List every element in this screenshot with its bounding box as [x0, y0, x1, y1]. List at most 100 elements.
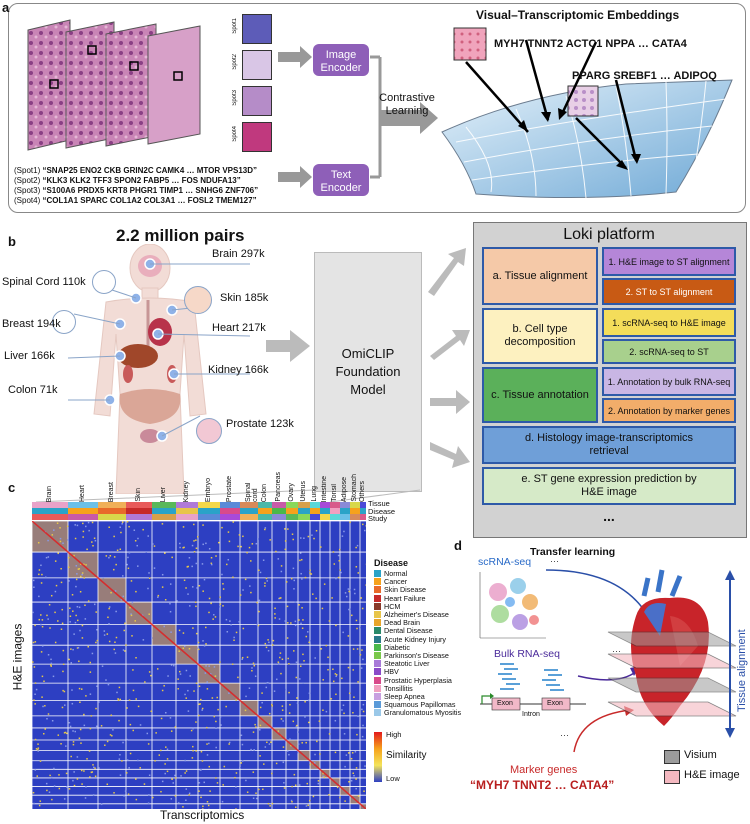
disease-legend-item: HBV	[374, 668, 399, 676]
heatmap-speckle	[50, 665, 52, 667]
heatmap-speckle	[298, 604, 300, 606]
heatmap-speckle	[214, 675, 217, 677]
loki-he-to-st: 1. H&E image to ST alignment	[602, 247, 736, 276]
panel-a-arrows	[278, 46, 438, 188]
heatmap-speckle	[81, 624, 84, 627]
heatmap-speckle	[274, 613, 276, 615]
heatmap-speckle	[259, 706, 262, 709]
umap-plot	[479, 572, 546, 639]
heatmap-speckle	[172, 782, 175, 784]
heatmap-speckle	[75, 585, 77, 588]
heatmap-speckle	[219, 603, 222, 605]
heatmap-speckle	[295, 726, 297, 728]
heatmap-speckle	[169, 583, 172, 585]
heatmap-speckle	[208, 742, 210, 745]
track-cell	[240, 508, 258, 514]
heatmap-speckle	[314, 657, 316, 659]
heatmap-speckle	[192, 727, 194, 730]
track-cell	[286, 508, 298, 514]
heatmap-speckle	[127, 793, 130, 795]
heatmap-speckle	[51, 719, 54, 722]
disease-legend-label: Squamous Papillomas	[384, 700, 456, 710]
legend-visium-swatch	[664, 750, 680, 764]
heatmap-speckle	[187, 689, 189, 692]
heatmap-speckle	[246, 791, 249, 793]
heatmap-speckle	[193, 523, 195, 526]
heatmap-speckle	[188, 647, 191, 650]
heatmap-speckle	[124, 790, 127, 792]
heatmap-speckle	[57, 552, 59, 555]
heatmap-speckle	[363, 790, 365, 792]
heatmap-speckle	[228, 741, 231, 744]
heatmap-speckle	[160, 717, 163, 720]
heatmap-speckle	[237, 676, 239, 679]
heatmap-speckle	[272, 639, 275, 642]
heatmap-speckle	[53, 767, 55, 770]
heatmap-speckle	[191, 757, 194, 759]
heatmap-speckle	[220, 724, 222, 726]
heatmap-speckle	[131, 635, 133, 637]
disease-legend-label: Diabetic	[384, 642, 410, 652]
heatmap-column-label: Spinal cord	[245, 482, 259, 502]
heatmap-speckle	[255, 792, 257, 794]
heatmap-speckle	[296, 731, 299, 733]
heatmap-column-label: Heart	[79, 484, 86, 502]
heatmap-speckle	[185, 770, 188, 772]
heatmap-speckle	[266, 580, 269, 582]
heatmap-speckle	[235, 631, 238, 634]
heatmap-speckle	[173, 664, 175, 667]
text-encoder-box: Text Encoder	[313, 164, 369, 196]
heatmap-speckle	[215, 746, 217, 749]
heatmap-speckle	[145, 551, 148, 553]
heatmap-speckle	[126, 707, 128, 709]
heatmap-speckle	[103, 630, 106, 632]
heatmap-speckle	[79, 701, 81, 703]
marker-genes-list: “MYH7 TNNT2 … CATA4”	[470, 778, 615, 792]
heatmap-speckle	[106, 633, 109, 635]
heatmap-speckle	[252, 662, 255, 665]
heatmap-speckle	[134, 620, 136, 622]
heatmap-speckle	[152, 543, 154, 545]
heatmap-speckle	[125, 644, 127, 646]
heatmap-speckle	[54, 641, 57, 644]
heatmap-speckle	[228, 692, 230, 694]
heatmap-speckle	[219, 596, 221, 598]
heatmap-speckle	[301, 607, 303, 609]
heatmap-speckle	[193, 690, 195, 692]
heatmap-speckle	[37, 750, 39, 752]
disease-legend-label: Parkinson's Disease	[384, 651, 449, 660]
heatmap-speckle	[108, 607, 110, 610]
disease-legend-swatch	[374, 709, 381, 717]
track-cell	[152, 508, 176, 514]
loki-anno-bulk: 1. Annotation by bulk RNA-seq	[602, 367, 736, 396]
track-label-disease: Disease	[368, 506, 396, 516]
heatmap-speckle	[357, 572, 360, 574]
heatmap-speckle	[108, 556, 110, 559]
heatmap-speckle	[126, 772, 128, 774]
heatmap-speckle	[202, 524, 204, 526]
exon-label-2: Exon	[547, 700, 563, 707]
heatmap-speckle	[210, 563, 213, 566]
heatmap-speckle	[71, 594, 74, 596]
heatmap-speckle	[171, 778, 173, 781]
heatmap-speckle	[294, 784, 297, 786]
heatmap-speckle	[157, 596, 159, 598]
track-labels: Tissue Disease Study	[368, 500, 395, 523]
heatmap-speckle	[89, 776, 91, 778]
heatmap-speckle	[280, 565, 283, 567]
heatmap-speckle	[254, 723, 256, 726]
heatmap-speckle	[259, 729, 261, 731]
heatmap-speckle	[287, 528, 289, 530]
heatmap-speckle	[90, 715, 93, 717]
heatmap-speckle	[198, 685, 201, 688]
heatmap-speckle	[134, 540, 137, 542]
spot-gene-row: (Spot1) “SNAP25 ENO2 CKB GRIN2C CAMK4 … …	[14, 166, 258, 175]
heatmap-speckle	[230, 624, 232, 626]
heatmap-speckle	[242, 535, 244, 538]
heatmap-speckle	[344, 765, 346, 768]
gene-set-1: MYH7 TNNT2 ACTC1 NPPA … CATA4	[494, 38, 687, 50]
track-cell	[310, 502, 320, 508]
organ-label-liver: Liver 166k	[4, 350, 55, 362]
heatmap-speckle	[362, 710, 365, 713]
